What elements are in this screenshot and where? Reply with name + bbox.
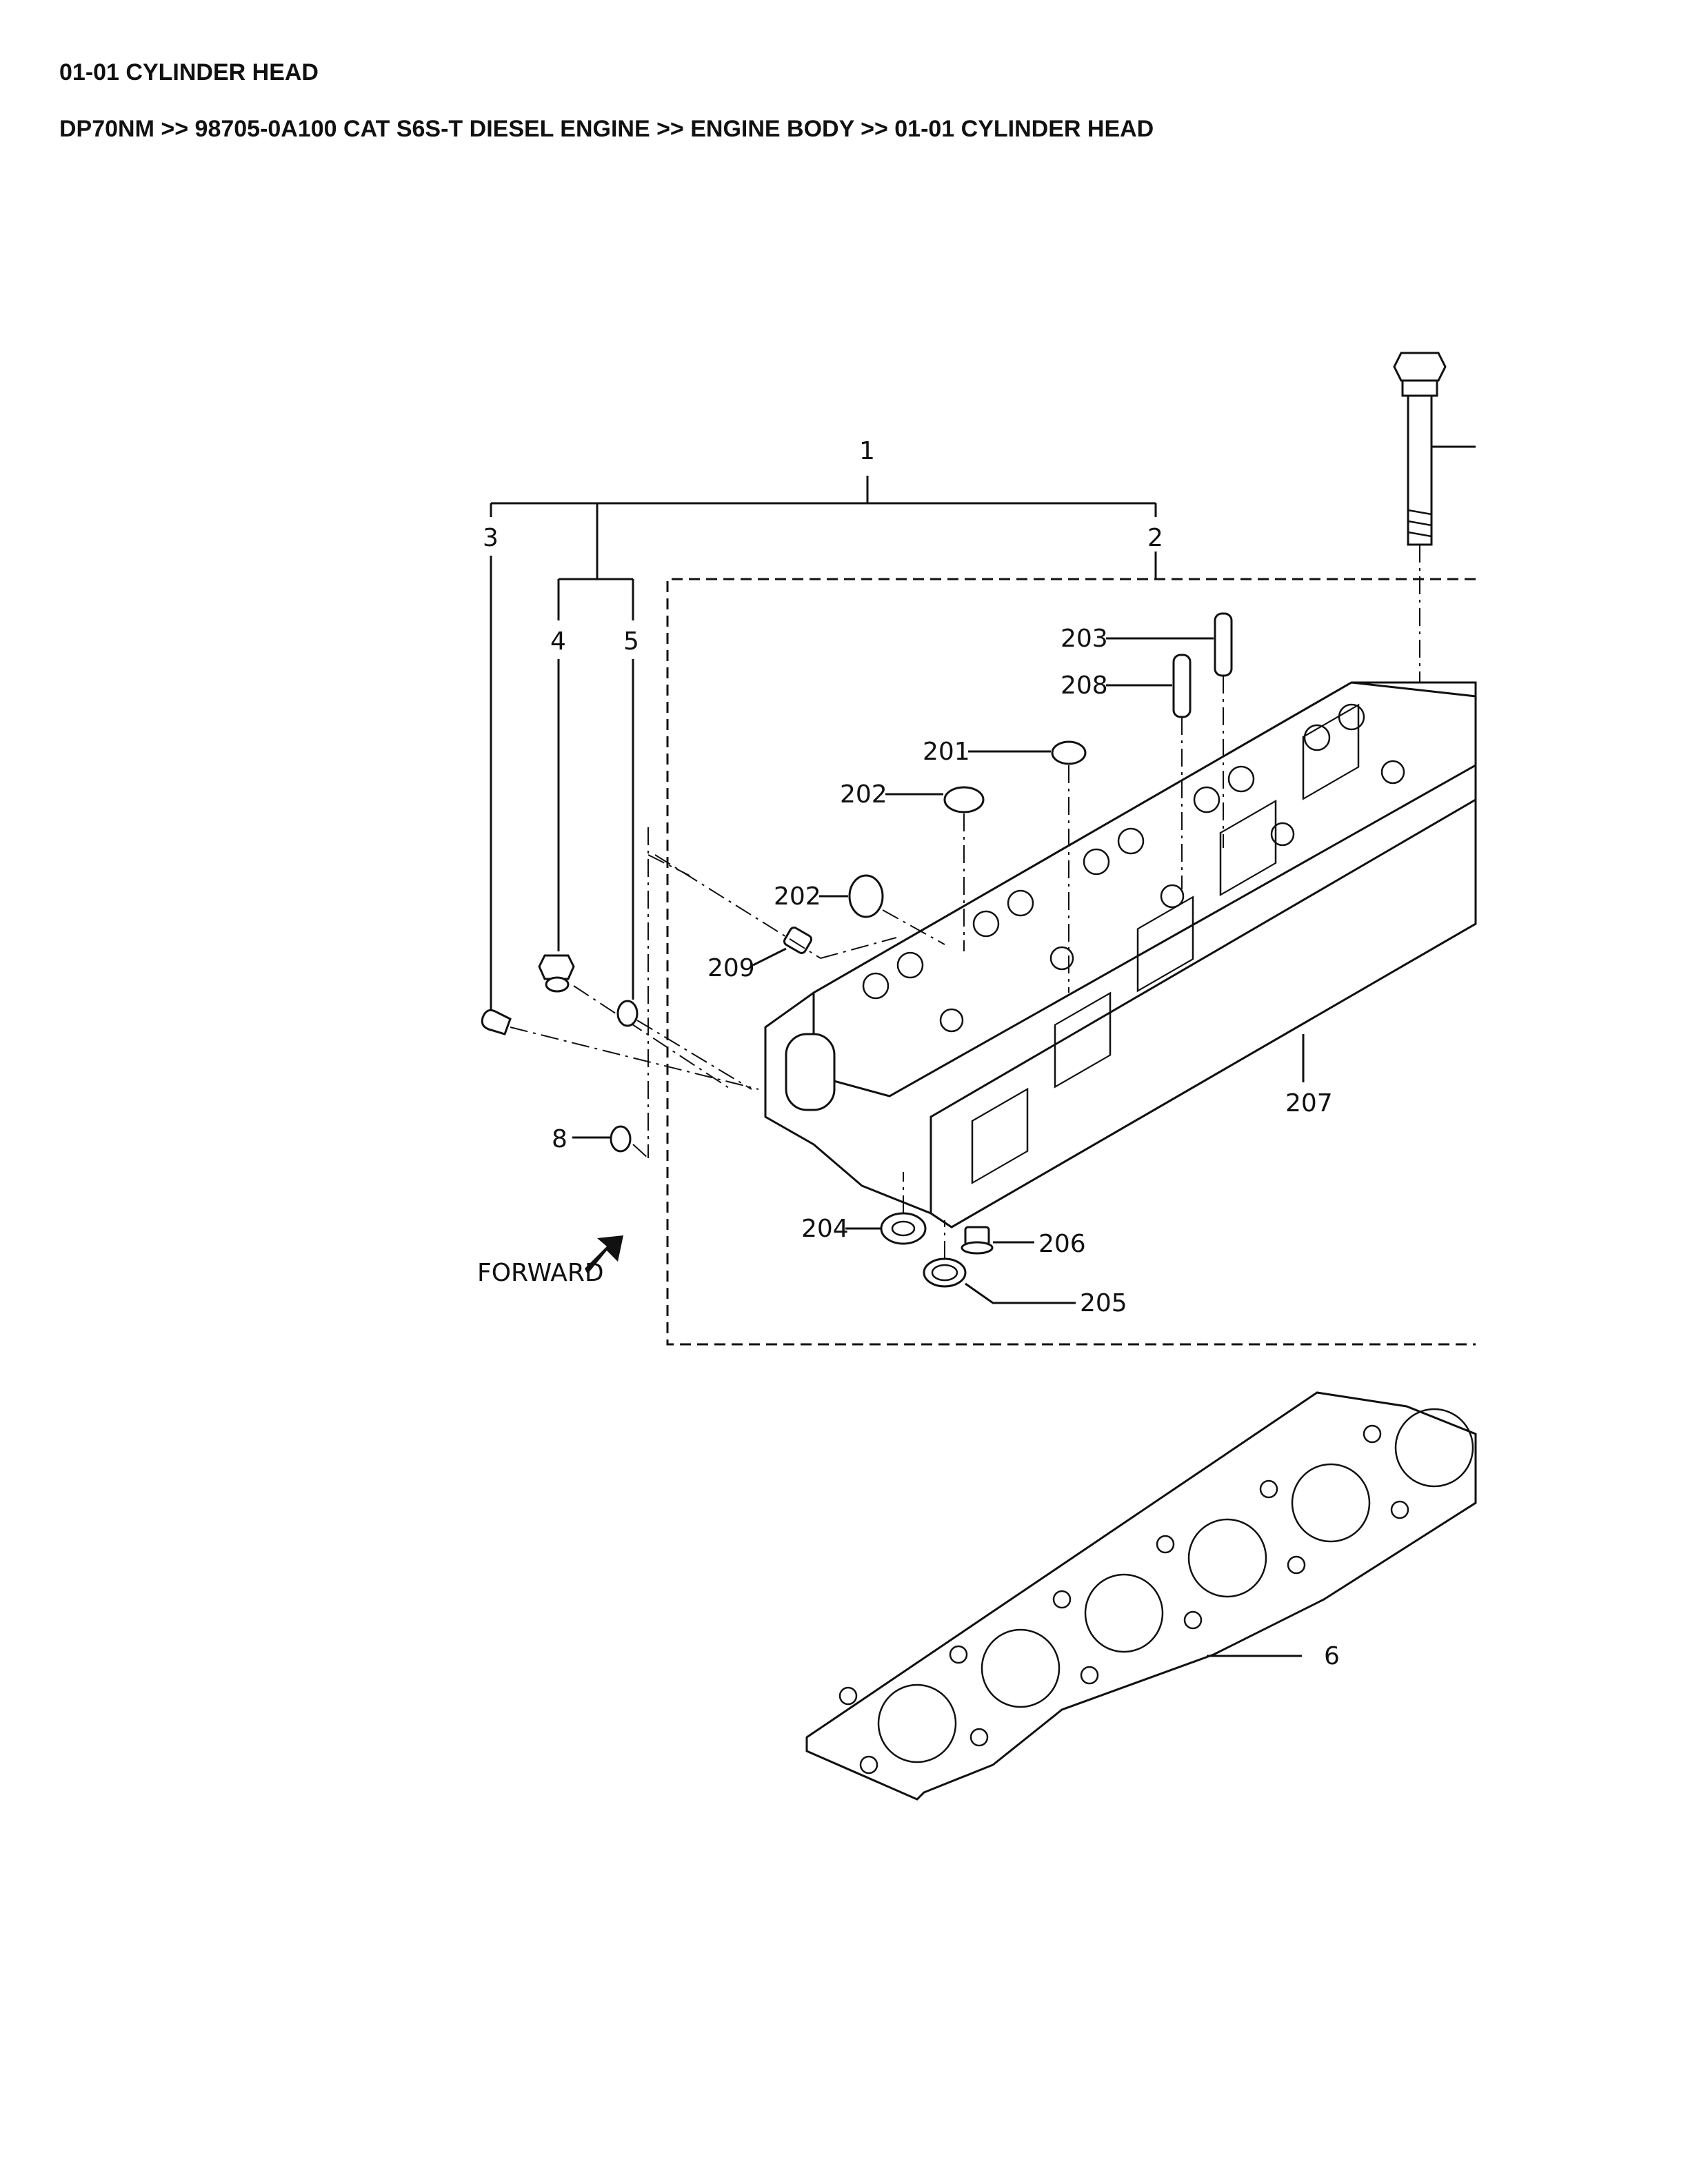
head-bolt [1393,352,1476,731]
page-title: 01-01 CYLINDER HEAD [59,59,319,85]
callout-203: 203 [1061,625,1108,653]
seal-201 [1051,740,1087,765]
callout-5: 5 [623,627,639,656]
callout-4: 4 [550,627,566,656]
callout-207: 207 [1285,1089,1333,1118]
o-ring-5 [616,1000,752,1090]
valve-ports [862,703,1405,1033]
head-gasket-6 [805,1391,1477,1801]
plug-8 [572,827,690,1159]
callout-205: 205 [1080,1289,1127,1317]
port-windows [971,703,1360,1184]
seal-202-upper [943,786,985,813]
plug-4 [538,954,732,1090]
assembly-bracket-1 [490,476,1157,620]
callout-3: 3 [483,524,499,552]
cylinder-head-body [764,681,1477,1228]
callout-1: 1 [859,437,875,465]
callout-204: 204 [801,1215,849,1243]
callout-202-upper: 202 [840,780,887,809]
seal-204 [880,1212,927,1245]
subassembly-box-2 [666,578,1476,1346]
callout-208: 208 [1061,671,1108,700]
plug-206 [961,1226,1034,1255]
cap-3 [481,1009,759,1090]
callout-6: 6 [1324,1642,1340,1670]
breadcrumb: DP70NM >> 98705-0A100 CAT S6S-T DIESEL E… [59,116,1154,142]
callout-202-lower: 202 [774,882,821,911]
sleeve-203 [1214,612,1233,677]
sleeve-208 [1172,654,1192,718]
callout-8: 8 [552,1125,567,1153]
forward-arrow-icon [585,1235,623,1274]
callout-206: 206 [1038,1230,1086,1258]
forward-label: FORWARD [477,1259,604,1287]
callout-201: 201 [923,738,970,766]
callout-209: 209 [707,954,755,982]
washer-205 [923,1257,967,1288]
callout-2: 2 [1147,524,1163,552]
plug-202-lower [848,874,884,918]
